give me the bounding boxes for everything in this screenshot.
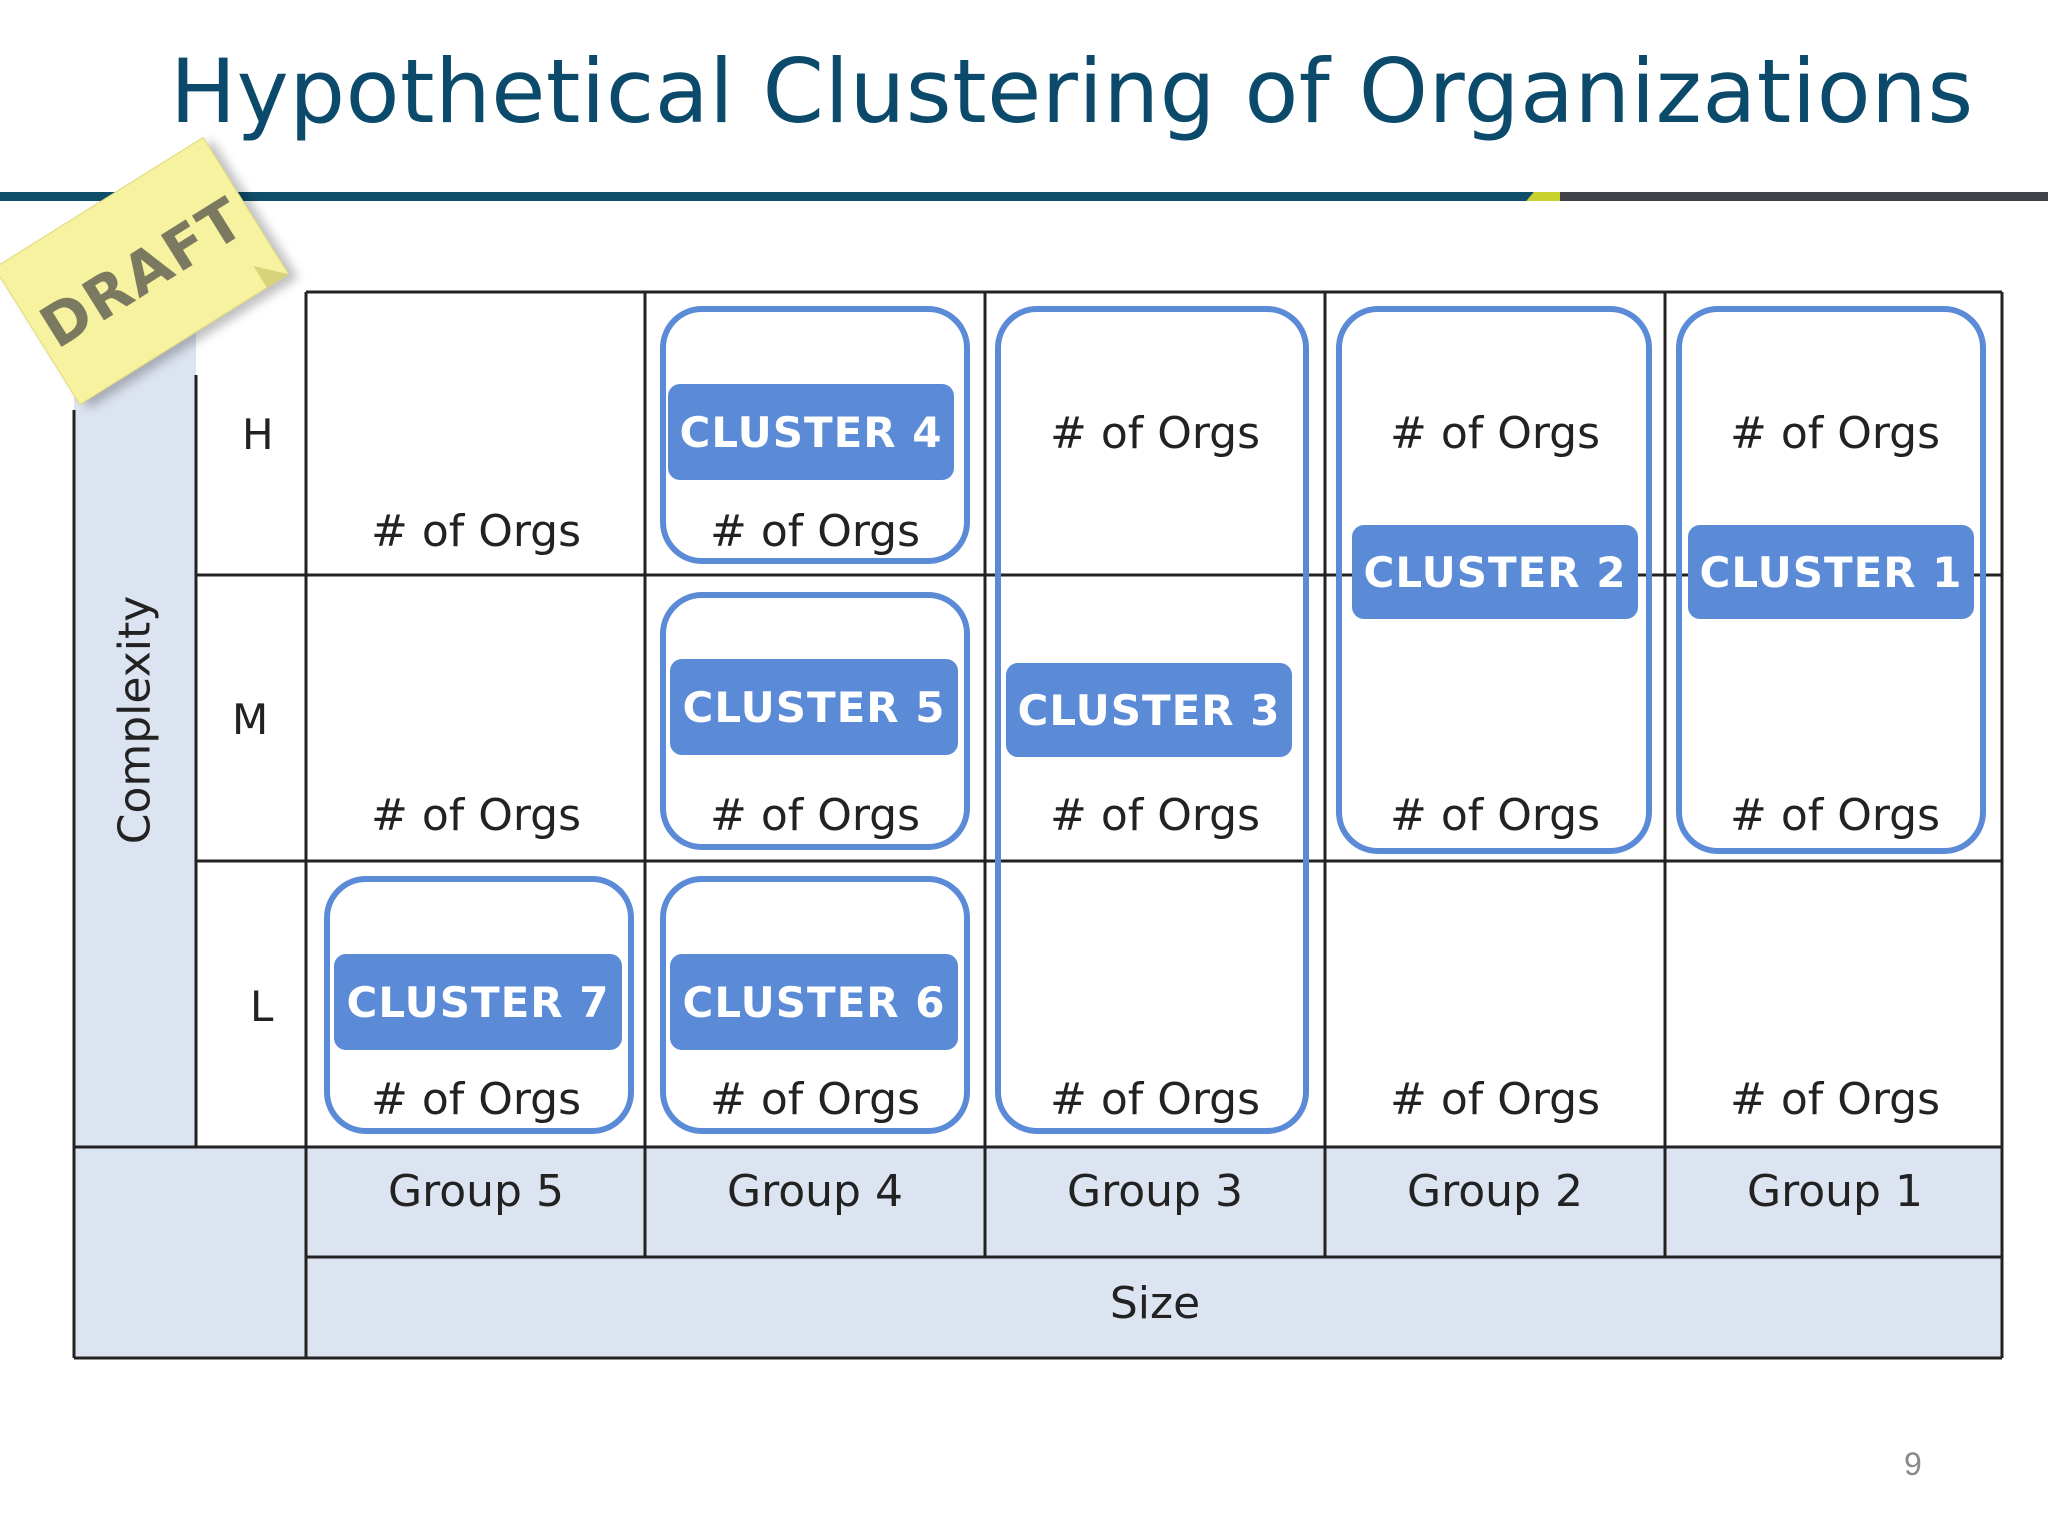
cell-l-group5: # of Orgs [370, 1074, 582, 1125]
cluster-3-label: CLUSTER 3 [1006, 663, 1292, 757]
level-label-m: M [232, 695, 269, 744]
title-rule [0, 192, 1540, 201]
cell-h-group1: # of Orgs [1729, 408, 1941, 459]
page-number: 9 [1904, 1446, 1922, 1482]
complexity-axis-band [74, 290, 196, 1147]
title-rule-dark [1560, 192, 2048, 201]
cluster-4-label: CLUSTER 4 [668, 384, 954, 480]
cluster-2-label: CLUSTER 2 [1352, 525, 1638, 619]
cell-h-group5: # of Orgs [370, 506, 582, 557]
cluster-7-frame [324, 876, 634, 1134]
size-axis-band [74, 1146, 2002, 1358]
group-label-1: Group 1 [1747, 1166, 1923, 1217]
cell-l-group1: # of Orgs [1729, 1074, 1941, 1125]
cell-m-group3: # of Orgs [1049, 790, 1261, 841]
group-label-3: Group 3 [1067, 1166, 1243, 1217]
cell-h-group3: # of Orgs [1049, 408, 1261, 459]
cluster-6-label: CLUSTER 6 [670, 954, 958, 1050]
level-column [196, 290, 306, 1147]
cluster-4-frame [660, 306, 970, 564]
cell-l-group4: # of Orgs [709, 1074, 921, 1125]
cell-m-group2: # of Orgs [1389, 790, 1601, 841]
group-label-2: Group 2 [1407, 1166, 1583, 1217]
cluster-6-frame [660, 876, 970, 1134]
page-title: Hypothetical Clustering of Organizations [170, 40, 1974, 143]
cell-m-group4: # of Orgs [709, 790, 921, 841]
level-label-l: L [250, 982, 274, 1031]
cluster-2-frame [1336, 306, 1652, 854]
cell-h-group4: # of Orgs [709, 506, 921, 557]
cell-l-group3: # of Orgs [1049, 1074, 1261, 1125]
cluster-7-label: CLUSTER 7 [334, 954, 622, 1050]
group-label-4: Group 4 [727, 1166, 903, 1217]
cluster-1-frame [1676, 306, 1986, 854]
cluster-3-frame [995, 306, 1309, 1134]
group-label-5: Group 5 [388, 1166, 564, 1217]
cluster-1-label: CLUSTER 1 [1688, 525, 1974, 619]
cell-l-group2: # of Orgs [1389, 1074, 1601, 1125]
cell-h-group2: # of Orgs [1389, 408, 1601, 459]
cluster-5-label: CLUSTER 5 [670, 659, 958, 755]
cell-m-group1: # of Orgs [1729, 790, 1941, 841]
cluster-5-frame [660, 592, 970, 850]
level-label-h: H [242, 410, 274, 459]
size-axis-label: Size [1109, 1278, 1201, 1329]
cell-m-group5: # of Orgs [370, 790, 582, 841]
